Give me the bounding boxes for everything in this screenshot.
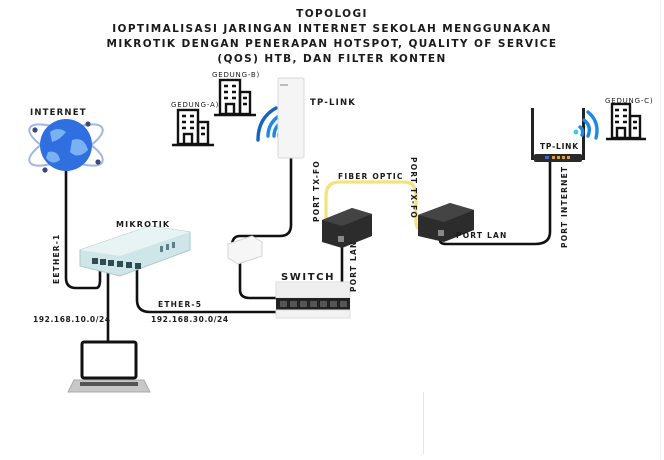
building-a-icon [172,108,214,147]
media-converter-left [322,208,372,248]
fiber-optic-label: FIBER OPTIC [338,172,404,181]
cable-converter-router [438,158,552,246]
ether1-label: EETHER-1 [52,233,61,284]
gedung-c-label: GEDUNG-C) [605,97,654,105]
switch-device [275,281,351,319]
tplink-ap-device [277,77,305,159]
diagram-title: TOPOLOGI [296,8,368,20]
ether5-label: ETHER-5 [158,300,203,309]
mikrotik-router-device [79,225,191,277]
internet-globe-icon [28,119,104,173]
tplink-router-device [531,108,585,162]
media-converter-right [418,203,474,242]
wifi-signal-icon-router [578,110,599,140]
building-b-icon [214,78,256,117]
port-txfo-right-label: PORT TX-FO [409,157,418,219]
cable-poe-switch [238,260,282,300]
laptop-device [67,340,151,393]
cable-internet-mikrotik [64,168,102,290]
cable-mikrotik-switch [135,266,282,314]
port-lan-right-label: PORT LAN [456,231,508,240]
diagram-subtitle-line1: IOPTIMALISASI JARINGAN INTERNET SEKOLAH … [112,23,552,35]
wifi-dot-icon [573,129,579,135]
port-txfo-left-label: PORT TX-FO [312,160,321,222]
diagram-subtitle-line2: MIKROTIK DENGAN PENERAPAN HOTSPOT, QUALI… [106,38,558,50]
building-c-icon [606,102,646,141]
port-lan-left-label: PORT LAN [349,240,358,293]
mikrotik-label: MIKROTIK [116,220,171,229]
switch-label: SWITCH [281,272,336,283]
tplink-ap-label: TP-LINK [310,98,357,108]
gedung-a-label: GEDUNG-A) [171,101,220,109]
poe-adapter-device [227,235,263,265]
internet-label: INTERNET [30,108,87,118]
fiber-optic-cable [324,180,426,234]
edge-line [660,0,661,460]
divider-line [423,392,424,454]
cable-ap-poe [230,156,293,256]
diagram-subtitle-line3: (QOS) HTB, DAN FILTER KONTEN [217,53,447,65]
port-internet-label: PORT INTERNET [560,165,569,248]
gedung-b-label: GEDUNG-B) [212,71,261,79]
tplink-router-label: TP-LINK [540,142,579,151]
subnet-hotspot-label: 192.168.30.0/24 [151,315,229,324]
subnet-lan-label: 192.168.10.0/24 [33,315,111,324]
